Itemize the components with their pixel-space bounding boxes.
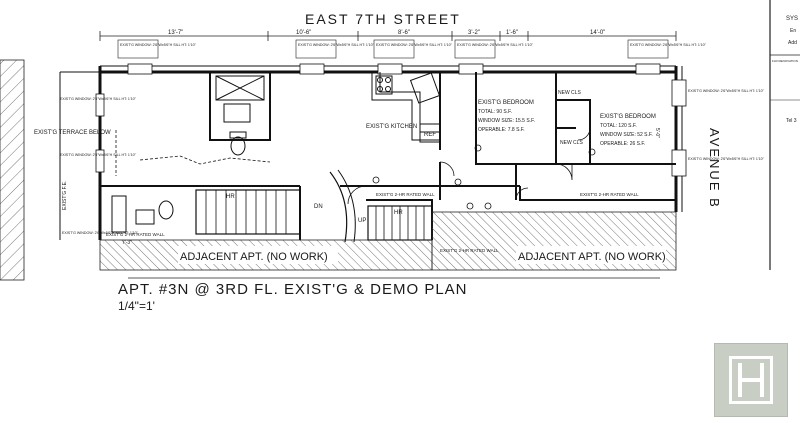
stair-curve: [329, 171, 348, 243]
bathroom-fixtures: [215, 75, 265, 156]
bedroom2-window: WINDOW SIZE: 52 S.F.: [600, 132, 653, 138]
rated-wall-2: EXIST'G 2-HR RATED WALL: [580, 192, 639, 197]
new-closet-2: NEW CLS: [560, 140, 583, 146]
side-window-notes: EXIST'G WINDOW: 2'6"Wx5'6"H SILL HT: 1'1…: [60, 89, 765, 235]
left-fixtures: [111, 195, 174, 233]
bedroom1-operable: OPERABLE: 7.8 S.F.: [478, 127, 525, 133]
titleblock-header: SYS: [786, 16, 798, 22]
watermark-logo: [714, 343, 788, 417]
title-block: SYS En Add FLR RENOVATION Tel 3: [769, 0, 800, 270]
kitchen-counter: [371, 72, 441, 143]
right-dimension: 5'-0": [654, 128, 660, 138]
rated-wall-notes: EXIST'G 2-HR RATED WALL EXIST'G 2-HR RAT…: [106, 192, 639, 253]
new-closet-1: NEW CLS: [558, 90, 581, 96]
stair-left: [195, 189, 301, 235]
stair-dn: DN: [314, 204, 323, 210]
door-swings: [347, 127, 591, 205]
small-dimension: 7'-3": [122, 240, 132, 246]
bedroom2-total: TOTAL: 120 S.F.: [600, 123, 637, 129]
stair-curve-2: [337, 169, 356, 243]
dim-2: 10'-6": [296, 30, 311, 36]
bedroom1-window: WINDOW SIZE: 15.5 S.F.: [478, 118, 535, 124]
stair-labels: DN UP HR HR 7'-3" 5'-0": [122, 128, 660, 246]
window-callouts-top: EXIST'G WINDOW: 2'6"Wx5'6"H SILL HT: 1'1…: [117, 39, 707, 59]
side-windows: [95, 79, 687, 177]
window-note-right-upper: EXIST'G WINDOW: 2'6"Wx5'6"H SILL HT: 1'1…: [688, 89, 765, 93]
dim-4: 3'-2": [468, 30, 480, 36]
markers: [372, 144, 596, 210]
window-note-top-2: EXIST'G WINDOW: 2'6"Wx5'6"H SILL HT: 1'1…: [298, 43, 375, 47]
fe-label: EXIST'G F.E.: [62, 181, 68, 210]
rated-wall-3: EXIST'G 2-HR RATED WALL: [440, 248, 499, 253]
logo-frame: [729, 356, 773, 404]
plan-title: APT. #3N @ 3RD FL. EXIST'G & DEMO PLAN: [118, 281, 468, 298]
bedroom2-operable: OPERABLE: 26 S.F.: [600, 141, 645, 147]
stair-hr-2: HR: [394, 210, 403, 216]
window-note-right-lower: EXIST'G WINDOW: 2'6"Wx5'6"H SILL HT: 1'1…: [688, 157, 765, 161]
window-note-top-1: EXIST'G WINDOW: 2'6"Wx5'6"H SILL HT: 1'1…: [120, 43, 197, 47]
window-note-left-upper: EXIST'G WINDOW: 2'6"Wx5'6"H SILL HT: 1'1…: [60, 97, 137, 101]
rated-wall-4: EXIST'G 2-HR RATED WALL: [106, 232, 165, 237]
avenue-label: AVENUE B: [707, 128, 722, 209]
dim-5: 1'-6": [506, 30, 518, 36]
room-labels: EXIST'G KITCHEN REF EXIST'G BEDROOM TOTA…: [34, 90, 656, 210]
adjacent-label-bg-right: [516, 246, 666, 264]
adjacent-apt-label-left: ADJACENT APT. (NO WORK): [180, 251, 328, 263]
rated-wall-1: EXIST'G 2-HR RATED WALL: [376, 192, 435, 197]
top-dimension-line: [99, 31, 677, 41]
adjacent-apt-label-right: ADJACENT APT. (NO WORK): [518, 251, 666, 263]
ref-label: REF: [424, 132, 436, 138]
plan-scale: 1/4"=1': [118, 299, 155, 313]
titleblock-flr: FLR RENOVATION: [772, 59, 798, 63]
window-note-top-3: EXIST'G WINDOW: 2'6"Wx5'6"H SILL HT: 1'1…: [376, 43, 453, 47]
bedroom2-name: EXIST'G BEDROOM: [600, 114, 656, 120]
bedroom1-total: TOTAL: 90 S.F.: [478, 109, 512, 115]
window-note-top-4: EXIST'G WINDOW: 2'6"Wx5'6"H SILL HT: 1'1…: [457, 43, 534, 47]
titleblock-tot: Tel 3: [786, 118, 797, 124]
dim-1: 13'-7": [168, 30, 183, 36]
window-note-top-5: EXIST'G WINDOW: 2'6"Wx5'6"H SILL HT: 1'1…: [630, 43, 707, 47]
stair-hr-1: HR: [226, 194, 235, 200]
dim-3: 8'-6": [398, 30, 410, 36]
stair-up: UP: [358, 218, 366, 224]
titleblock-sub2: Add: [788, 40, 797, 46]
dimension-labels: 13'-7" 10'-6" 8'-6" 3'-2" 1'-6" 14'-0": [168, 30, 605, 36]
street-label: EAST 7TH STREET: [305, 11, 461, 27]
left-party-wall: [0, 59, 25, 281]
titleblock-sub: En: [790, 28, 796, 34]
demolition-marks: [115, 130, 271, 176]
adjacent-label-bg-left: [178, 246, 338, 264]
bedroom1-name: EXIST'G BEDROOM: [478, 100, 534, 106]
top-windows: [127, 63, 661, 75]
window-note-left-bottom: EXIST'G WINDOW: 2'6"Wx5'6"H SILL HT: 1'1…: [62, 231, 139, 235]
dim-6: 14'-0": [590, 30, 605, 36]
terrace-label: EXIST'G TERRACE BELOW: [34, 130, 111, 136]
window-note-left-lower: EXIST'G WINDOW: 2'6"Wx5'6"H SILL HT: 1'1…: [60, 153, 137, 157]
kitchen-label: EXIST'G KITCHEN: [366, 124, 417, 130]
